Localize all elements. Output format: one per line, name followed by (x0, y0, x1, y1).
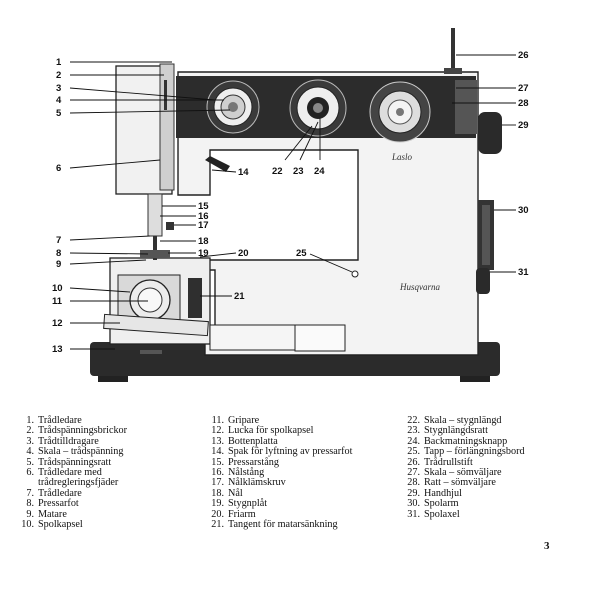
legend-item: 3.Trådtilldragare (26, 435, 99, 447)
stitch-length-dial (289, 79, 347, 137)
callout-8: 8 (56, 248, 61, 259)
callout-28: 28 (518, 98, 529, 109)
callout-4: 4 (56, 95, 62, 106)
thread-tension-dial (206, 80, 260, 134)
legend-item: 31.Spolaxel (407, 508, 460, 520)
legend-item: 14.Spak för lyftning av pressarfot (211, 446, 353, 458)
callout-1: 1 (56, 57, 62, 68)
legend-item: 2.Trådspänningsbrickor (26, 425, 128, 437)
callout-10: 10 (52, 283, 63, 294)
brand-label: Husqvarna (399, 282, 440, 292)
pattern-selector-dial (369, 81, 431, 143)
callout-18: 18 (198, 236, 209, 247)
legend-item: 11.Gripare (211, 415, 260, 426)
legend-item: 1.Trådledare (26, 415, 82, 426)
legend-item: 23.Stygnlängdsratt (407, 425, 488, 437)
legend-column-1: 1.Trådledare 2.Trådspänningsbrickor 3.Tr… (14, 415, 128, 531)
callout-16: 16 (198, 211, 209, 222)
sewing-machine-diagram: Laslo Husqvarna 1 (52, 28, 529, 382)
legend-item: 15.Pressarstång (211, 456, 279, 468)
callout-20: 20 (238, 248, 249, 259)
legend-item: 21.Tangent för matarsänkning (211, 519, 338, 531)
callout-14: 14 (238, 167, 249, 178)
legend-item: 28.Ratt – sömväljare (407, 477, 496, 489)
callout-24: 24 (314, 166, 325, 177)
legend-item: 22.Skala – stygnlängd (407, 415, 502, 426)
callout-12: 12 (52, 318, 63, 329)
page-number: 3 (544, 540, 550, 552)
callout-26: 26 (518, 50, 529, 61)
model-label: Laslo (391, 152, 413, 162)
callout-27: 27 (518, 83, 529, 94)
callout-25: 25 (296, 248, 307, 259)
callout-23: 23 (293, 166, 304, 177)
callout-2: 2 (56, 70, 61, 81)
legend-item: 8.Pressarfot (26, 498, 79, 510)
callout-21: 21 (234, 291, 245, 302)
callout-19: 19 (198, 248, 209, 259)
legend-item: 25.Tapp – förlängningsbord (407, 446, 525, 458)
callout-11: 11 (52, 296, 63, 307)
legend-item: 24.Backmatningsknapp (407, 435, 508, 447)
callout-6: 6 (56, 163, 61, 174)
callout-29: 29 (518, 120, 529, 131)
legend-item: 17.Nålklämskruv (211, 477, 286, 489)
bobbin-winder (476, 200, 494, 294)
legend-item: 12.Lucka för spolkapsel (211, 425, 314, 437)
legend-item: 7.Trådledare (26, 487, 82, 499)
leader-lines (69, 54, 516, 350)
legend-item: 18.Nål (211, 487, 243, 499)
callout-9: 9 (56, 259, 61, 270)
legend-column-3: 22.Skala – stygnlängd 23.Stygnlängdsratt… (400, 415, 525, 520)
legend-item: 13.Bottenplatta (211, 435, 278, 447)
extension-table-pin (351, 270, 359, 278)
callout-13: 13 (52, 344, 63, 355)
callout-17: 17 (198, 220, 209, 231)
legend-item: 19.Stygnplåt (211, 498, 268, 510)
legend-item: 6.Trådledare med (26, 467, 102, 479)
legend-column-2: 11.Gripare 12.Lucka för spolkapsel 13.Bo… (204, 415, 353, 531)
handwheel (478, 112, 502, 154)
legend-item: 16.Nålstång (211, 467, 265, 479)
presser-foot-lever (205, 156, 230, 172)
bobbin-area (103, 274, 209, 337)
callout-30: 30 (518, 205, 529, 216)
callout-7: 7 (56, 235, 61, 246)
callout-numbers: 1 2 3 4 5 6 7 8 9 10 11 12 13 14 15 16 1… (52, 50, 529, 355)
legend-item: 4.Skala – trådspänning (26, 446, 124, 458)
callout-3: 3 (56, 83, 61, 94)
callout-22: 22 (272, 166, 283, 177)
legend-item: 26.Trådrullstift (407, 456, 473, 468)
callout-15: 15 (198, 201, 209, 212)
legend-item: 20.Friarm (211, 508, 256, 520)
callout-31: 31 (518, 267, 529, 278)
legend-item: 9.Matare (26, 508, 67, 520)
legend-item-continuation: trådregleringsfjäder (38, 477, 119, 489)
legend-item: 30.Spolarm (407, 498, 459, 510)
machine-head (115, 63, 175, 260)
legend-item: 27.Skala – sömväljare (407, 467, 502, 479)
legend-item: 29.Handhjul (407, 487, 462, 499)
callout-5: 5 (56, 108, 62, 119)
legend-item: 5.Trådspänningsratt (26, 456, 112, 468)
legend-item: 10.Spolkapsel (21, 519, 83, 531)
